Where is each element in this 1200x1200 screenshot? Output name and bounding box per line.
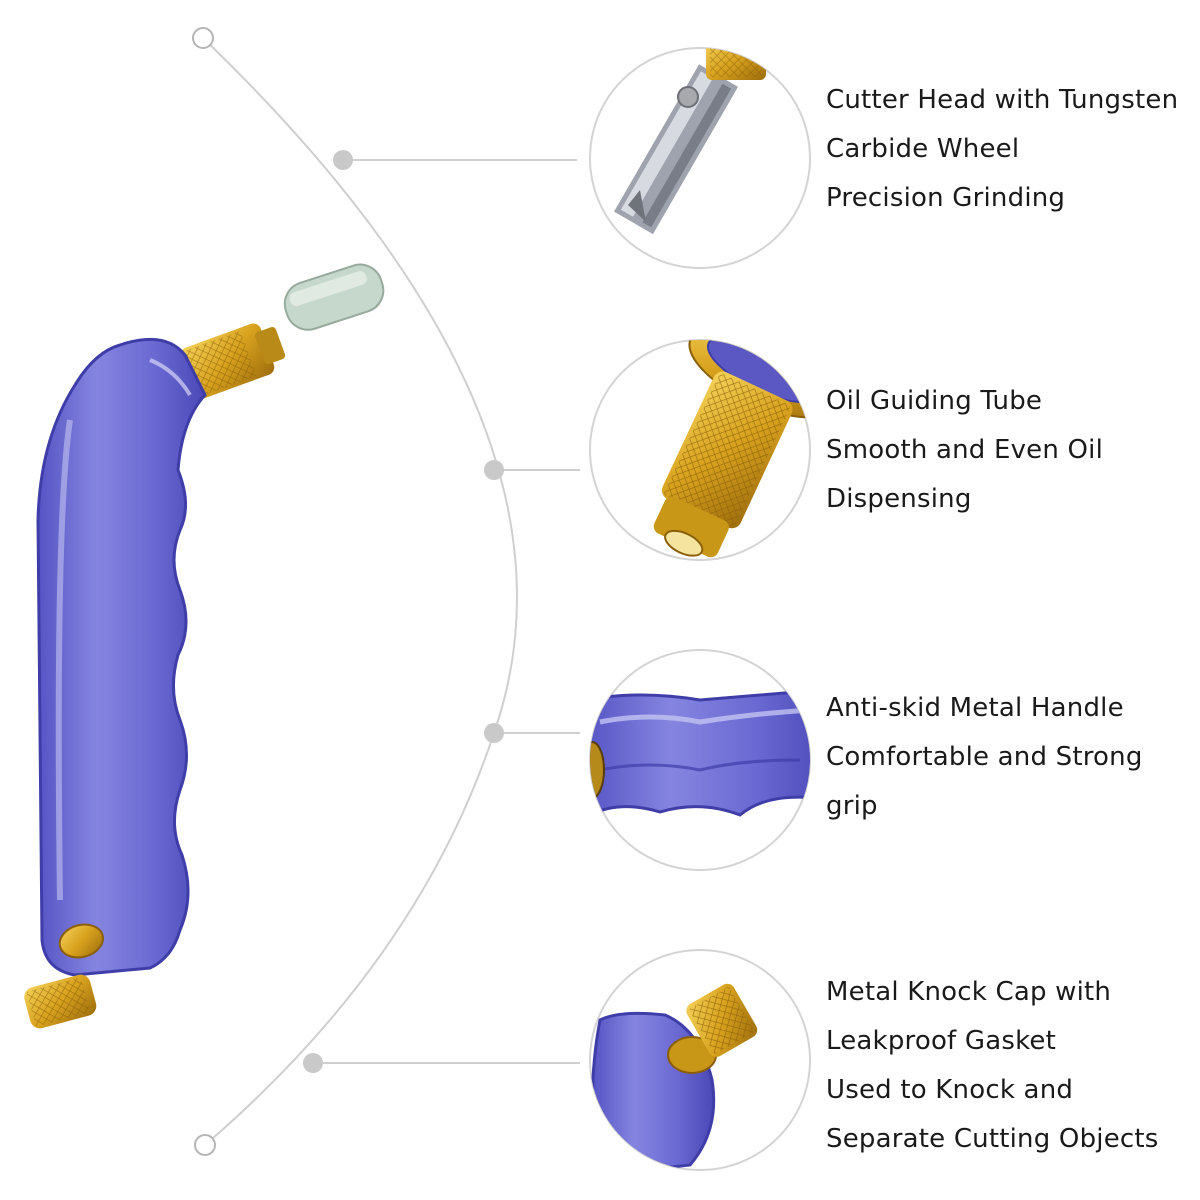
detail-knock-cap (589, 949, 811, 1171)
feature-cutter-head: Cutter Head with Tungsten Carbide Wheel … (826, 76, 1196, 223)
detail-handle-grip (589, 649, 811, 871)
feature-line: Used to Knock and (826, 1075, 1074, 1105)
feature-line: Carbide Wheel (826, 134, 1020, 164)
connector-arc (202, 37, 518, 1146)
connector-node-4 (303, 1053, 323, 1073)
arc-end-bottom (194, 1134, 216, 1156)
detail-oil-tube (589, 339, 811, 561)
feature-line: Dispensing (826, 484, 972, 514)
glass-cutter-tool (24, 263, 385, 1029)
feature-line: Separate Cutting Objects (826, 1124, 1159, 1154)
detail-cutter-head (589, 47, 811, 269)
connector-node-2 (484, 460, 504, 480)
feature-line: Anti-skid Metal Handle (826, 693, 1124, 723)
brass-neck (180, 323, 286, 399)
feature-line: Metal Knock Cap with (826, 977, 1112, 1007)
connector-node-3 (484, 723, 504, 743)
feature-line: Comfortable and Strong (826, 742, 1143, 772)
feature-line: Leakproof Gasket (826, 1026, 1057, 1056)
feature-knock-cap: Metal Knock Cap with Leakproof Gasket Us… (826, 968, 1196, 1164)
handle-body (36, 337, 207, 977)
feature-handle: Anti-skid Metal Handle Comfortable and S… (826, 684, 1196, 831)
feature-line: Smooth and Even Oil (826, 435, 1104, 465)
feature-oil-tube: Oil Guiding Tube Smooth and Even Oil Dis… (826, 377, 1196, 524)
feature-line: Cutter Head with Tungsten (826, 85, 1179, 115)
feature-line: Oil Guiding Tube (826, 386, 1043, 416)
arc-end-top (192, 27, 214, 49)
feature-line: Precision Grinding (826, 183, 1066, 213)
protective-cap (283, 263, 385, 331)
connector-node-1 (333, 150, 353, 170)
knock-cap (24, 923, 104, 1029)
feature-line: grip (826, 791, 878, 821)
